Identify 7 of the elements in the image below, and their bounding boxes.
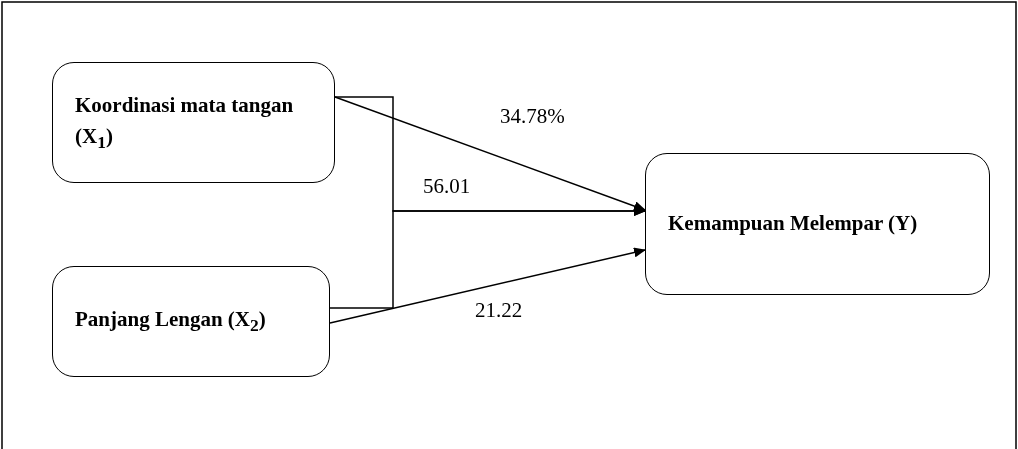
node-label: Panjang Lengan (X$_{2}$) bbox=[75, 306, 266, 338]
rounded-box bbox=[52, 266, 330, 377]
rounded-box bbox=[52, 62, 335, 183]
rounded-box bbox=[645, 153, 990, 295]
node-label: Kemampuan Melempar (Y) bbox=[668, 210, 918, 238]
arrow bbox=[329, 247, 646, 324]
node-label: Koordinasi mata tangan (X$_{1}$) bbox=[75, 91, 295, 155]
